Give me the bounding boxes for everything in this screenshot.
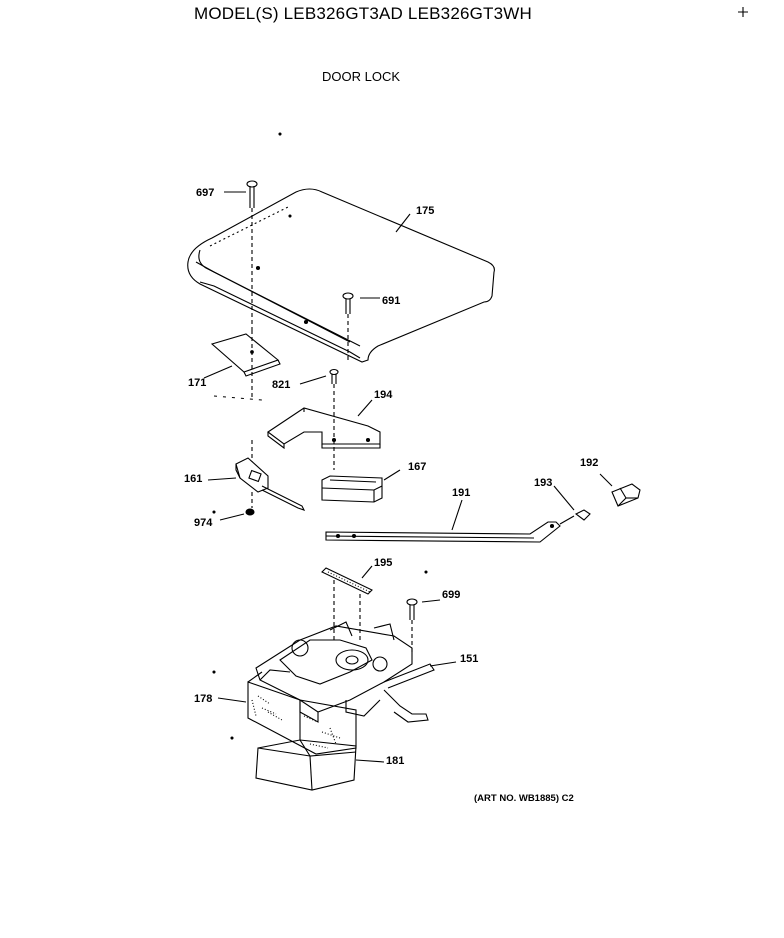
screw-691-part [342, 292, 354, 360]
part-label-191: 191 [452, 487, 470, 499]
leader-175 [395, 213, 411, 233]
leader-161 [207, 477, 237, 481]
part-label-151: 151 [460, 653, 478, 665]
part-label-697: 697 [196, 187, 214, 199]
screw-697-part [246, 180, 258, 398]
pad-171-part [210, 333, 281, 401]
part-label-167: 167 [408, 461, 426, 473]
nut-974-part [245, 508, 255, 516]
section-title: DOOR LOCK [322, 69, 401, 84]
art-number: (ART NO. WB1885) C2 [474, 793, 574, 804]
part-label-171: 171 [188, 377, 206, 389]
part-label-821: 821 [272, 379, 290, 391]
clip-193-part [559, 509, 591, 525]
crop-mark [738, 7, 748, 17]
leader-699 [421, 599, 441, 603]
leader-181 [355, 759, 385, 763]
part-label-691: 691 [382, 295, 400, 307]
leader-171 [203, 365, 233, 379]
lock-mechanism-151-part [255, 621, 435, 723]
leader-192 [599, 473, 613, 487]
part-label-193: 193 [534, 477, 552, 489]
knob-192-part [611, 483, 641, 507]
part-label-699: 699 [442, 589, 460, 601]
part-label-974: 974 [194, 517, 213, 529]
part-label-181: 181 [386, 755, 404, 767]
part-label-175: 175 [416, 205, 434, 217]
leader-193 [553, 485, 575, 511]
rod-191-part [325, 521, 561, 543]
bracket-194-part [267, 407, 381, 450]
part-label-161: 161 [184, 473, 202, 485]
leader-194 [357, 399, 373, 417]
lock-cover-plate-part [187, 188, 495, 363]
part-label-195: 195 [374, 557, 392, 569]
part-label-194: 194 [374, 389, 393, 401]
part-label-192: 192 [580, 457, 598, 469]
leader-974 [219, 513, 245, 521]
leader-821 [299, 375, 327, 385]
leader-195 [361, 565, 373, 579]
screw-821-part [329, 368, 339, 470]
leader-167 [383, 469, 401, 481]
part-label-178: 178 [194, 693, 212, 705]
block-181-part [255, 739, 357, 791]
switch-161-part [235, 440, 306, 511]
block-167-part [321, 475, 383, 503]
leader-178 [217, 697, 247, 703]
spring-195-part [321, 567, 373, 640]
model-numbers-title: MODEL(S) LEB326GT3AD LEB326GT3WH [194, 4, 533, 23]
leader-191 [451, 499, 463, 531]
leader-151 [429, 661, 457, 667]
screw-699-part [406, 598, 418, 652]
